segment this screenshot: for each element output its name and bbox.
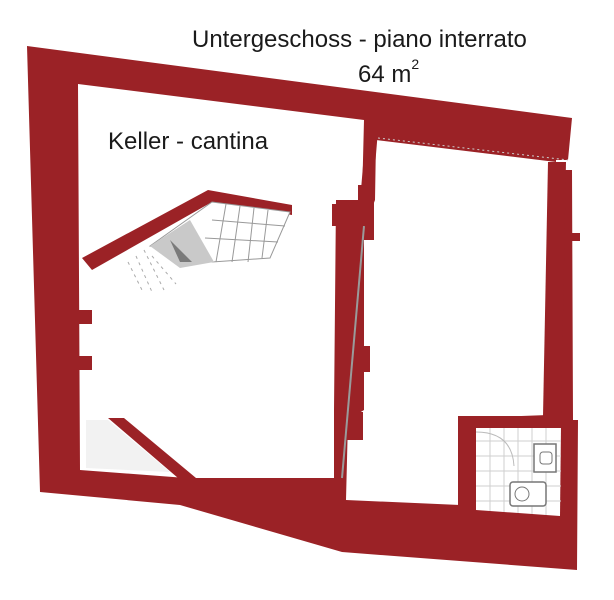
right-wall xyxy=(543,162,566,416)
area-value: 64 m xyxy=(358,61,412,88)
floor-title: Untergeschoss - piano interrato xyxy=(192,26,527,53)
stair-landing xyxy=(150,220,214,268)
floor-area: 64 m2 xyxy=(358,56,558,89)
partition-pier xyxy=(339,412,363,440)
room-label-cellar: Keller - cantina xyxy=(108,128,269,155)
partition-pier xyxy=(334,478,346,498)
lower-stair-wall xyxy=(108,418,196,478)
bathroom-wall xyxy=(458,416,568,428)
cellar-room-floor xyxy=(78,84,364,478)
area-unit-exponent: 2 xyxy=(411,56,420,72)
bathroom-wall xyxy=(458,416,476,508)
right-room-floor xyxy=(346,140,556,505)
top-dotted-edge xyxy=(377,137,569,161)
sink-basin xyxy=(539,451,553,465)
partition-line xyxy=(358,129,378,227)
wall-notch xyxy=(78,310,92,324)
partition-line xyxy=(341,225,365,479)
partition-pier xyxy=(344,346,370,372)
lower-stair-area xyxy=(86,420,170,472)
toilet-bowl xyxy=(514,486,530,502)
wall-notch xyxy=(568,233,580,241)
wall-notch xyxy=(78,356,92,370)
stair-wall xyxy=(82,190,292,270)
bathroom-door-arc xyxy=(475,431,515,467)
stair-arrow-icon xyxy=(170,240,192,262)
stair-dashed-lines xyxy=(127,249,177,293)
